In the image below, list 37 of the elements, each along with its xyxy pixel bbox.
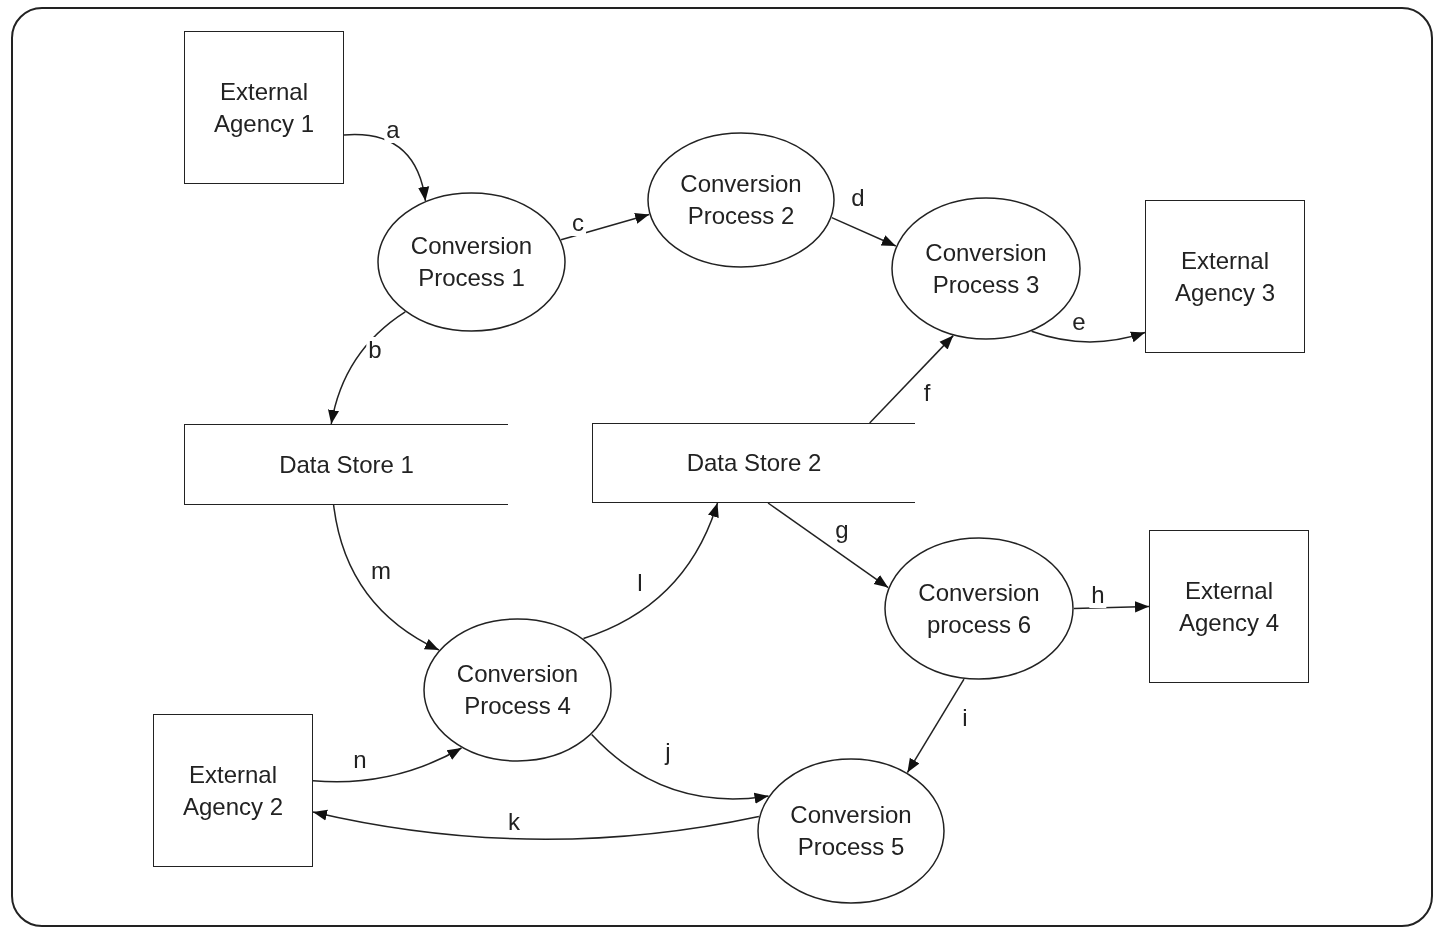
arrow (906, 678, 965, 774)
process-circle (757, 758, 945, 904)
node-label: Conversion process 6 (917, 577, 1041, 640)
arrow (767, 502, 889, 589)
process-circle (884, 537, 1074, 680)
node-label: External Agency 4 (1177, 575, 1281, 638)
data-store (592, 423, 915, 503)
node-label: Conversion Process 2 (679, 169, 803, 231)
arrow (560, 213, 650, 241)
node-label: External Agency 3 (1173, 245, 1277, 308)
arrow (312, 747, 463, 783)
process-circle (423, 618, 612, 762)
arrow (332, 504, 440, 651)
arrow (590, 733, 770, 804)
arrow (328, 311, 406, 425)
external-agency-box (184, 31, 344, 184)
node-label: Conversion Process 5 (789, 800, 913, 862)
process-circle (647, 132, 835, 268)
node-label: Data Store 1 (279, 449, 414, 480)
arrow (343, 133, 429, 202)
arrow (312, 809, 760, 840)
node-label: Data Store 2 (686, 448, 822, 478)
external-agency-box (1149, 530, 1309, 683)
external-agency-box (153, 714, 313, 867)
node-label: Conversion Process 1 (409, 231, 534, 293)
node-label: External Agency 1 (212, 76, 316, 139)
data-store (184, 424, 508, 505)
node-label: Conversion Process 3 (924, 237, 1048, 300)
process-circle (377, 192, 566, 332)
node-label: Conversion Process 4 (455, 659, 580, 721)
arrow (868, 334, 954, 424)
arrow (1030, 330, 1146, 343)
arrow (1073, 601, 1150, 613)
arrow (831, 216, 897, 247)
arrow (582, 502, 719, 640)
external-agency-box (1145, 200, 1305, 353)
node-label: External Agency 2 (181, 759, 285, 822)
